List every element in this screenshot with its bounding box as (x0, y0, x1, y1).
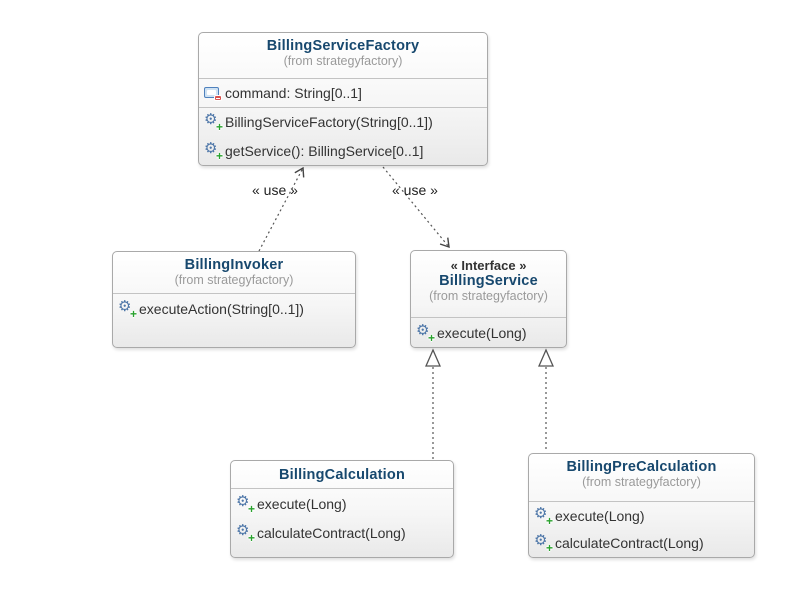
method-row[interactable]: ⚙+ executeAction(String[0..1]) (113, 293, 355, 323)
method-text: BillingServiceFactory(String[0..1]) (225, 114, 433, 130)
hollow-triangle-icon (538, 348, 554, 367)
method-text: execute(Long) (257, 495, 347, 512)
minus-badge-icon (214, 95, 222, 101)
public-method-icon: ⚙+ (534, 532, 553, 555)
realization-precalculation-to-service (538, 348, 554, 452)
dependency-use-label: « use » (392, 182, 438, 198)
class-billinginvoker[interactable]: BillingInvoker (from strategyfactory) ⚙+… (112, 251, 356, 348)
class-name: BillingCalculation (278, 467, 406, 483)
class-name: BillingInvoker (184, 257, 284, 273)
plus-badge-icon: + (545, 541, 553, 555)
method-row[interactable]: ⚙+ calculateContract(Long) (231, 518, 453, 548)
method-text: execute(Long) (437, 324, 527, 341)
method-text: calculateContract(Long) (555, 535, 704, 551)
public-method-icon: ⚙+ (534, 504, 553, 528)
method-row[interactable]: ⚙+ calculateContract(Long) (529, 529, 754, 557)
class-billingservice[interactable]: « Interface » BillingService (from strat… (410, 250, 567, 348)
plus-badge-icon: + (247, 501, 255, 516)
private-field-icon (204, 86, 222, 101)
hollow-triangle-icon (425, 348, 441, 367)
plus-badge-icon: + (427, 330, 435, 345)
class-package: (from strategyfactory) (283, 54, 403, 68)
method-row[interactable]: ⚙+ execute(Long) (231, 488, 453, 518)
method-row[interactable]: ⚙+ getService(): BillingService[0..1] (199, 136, 487, 165)
realization-calculation-to-service (425, 348, 441, 459)
method-text: calculateContract(Long) (257, 525, 406, 541)
class-name: BillingPreCalculation (566, 459, 717, 475)
class-header: BillingCalculation (231, 461, 453, 488)
plus-badge-icon: + (129, 306, 137, 321)
method-row[interactable]: ⚙+ execute(Long) (411, 317, 566, 347)
public-method-icon: ⚙+ (236, 522, 255, 545)
dependency-invoker-to-factory (258, 166, 305, 252)
class-billingcalculation[interactable]: BillingCalculation ⚙+ execute(Long) ⚙+ c… (230, 460, 454, 558)
method-text: getService(): BillingService[0..1] (225, 142, 424, 159)
public-method-icon: ⚙+ (236, 492, 255, 516)
public-method-icon: ⚙+ (204, 111, 223, 134)
class-name: BillingServiceFactory (266, 38, 420, 54)
dependency-factory-to-service (382, 166, 450, 249)
class-package: (from strategyfactory) (429, 289, 548, 303)
class-package: (from strategyfactory) (174, 273, 294, 287)
class-stereotype: « Interface » (450, 258, 527, 273)
class-name: BillingService (439, 273, 538, 289)
plus-badge-icon: + (215, 120, 223, 134)
public-method-icon: ⚙+ (118, 297, 137, 321)
plus-badge-icon: + (545, 513, 553, 528)
attribute-row[interactable]: command: String[0..1] (199, 78, 487, 107)
class-header: « Interface » BillingService (from strat… (411, 251, 566, 317)
class-package: (from strategyfactory) (582, 475, 701, 489)
method-row[interactable]: ⚙+ BillingServiceFactory(String[0..1]) (199, 107, 487, 136)
class-header: BillingServiceFactory (from strategyfact… (199, 33, 487, 78)
method-row[interactable]: ⚙+ execute(Long) (529, 501, 754, 529)
plus-badge-icon: + (215, 148, 223, 163)
class-header: BillingPreCalculation (from strategyfact… (529, 454, 754, 501)
attribute-text: command: String[0..1] (225, 85, 362, 101)
class-billingprecalculation[interactable]: BillingPreCalculation (from strategyfact… (528, 453, 755, 558)
dependency-use-label: « use » (252, 182, 298, 198)
class-billingservicefactory[interactable]: BillingServiceFactory (from strategyfact… (198, 32, 488, 166)
plus-badge-icon: + (247, 531, 255, 545)
class-header: BillingInvoker (from strategyfactory) (113, 252, 355, 293)
method-text: execute(Long) (555, 507, 645, 524)
public-method-icon: ⚙+ (204, 139, 223, 163)
public-method-icon: ⚙+ (416, 321, 435, 345)
method-text: executeAction(String[0..1]) (139, 300, 304, 317)
